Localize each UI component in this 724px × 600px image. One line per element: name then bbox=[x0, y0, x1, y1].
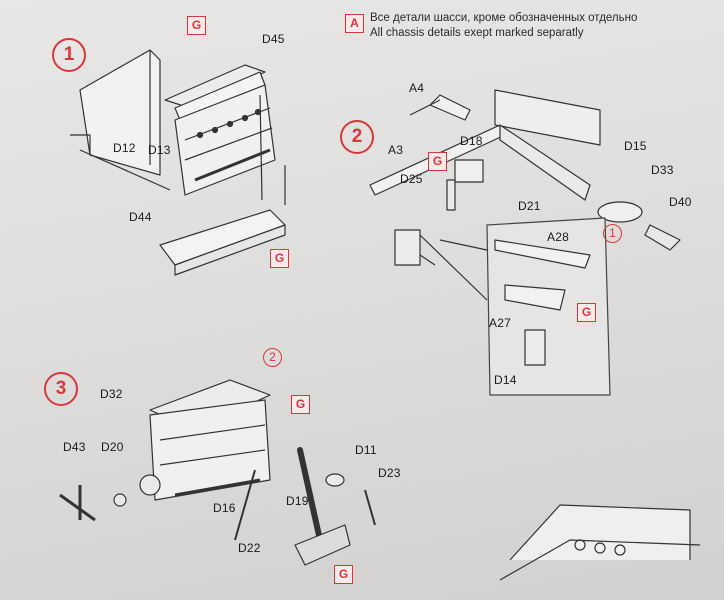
note-marker: A bbox=[345, 14, 364, 33]
part-label: D25 bbox=[400, 172, 423, 186]
color-marker-g-d44: G bbox=[270, 249, 289, 268]
step-1-badge: 1 bbox=[52, 38, 86, 72]
part-label: A4 bbox=[409, 81, 425, 95]
step-2-badge: 2 bbox=[340, 120, 374, 154]
part-label: D19 bbox=[286, 494, 309, 508]
note-line-en: All chassis details exept marked separat… bbox=[370, 27, 584, 39]
part-label: D21 bbox=[518, 199, 541, 213]
note-line-ru: Все детали шасси, кроме обозначенных отд… bbox=[370, 12, 638, 24]
part-label: D44 bbox=[129, 210, 152, 224]
part-label: D11 bbox=[355, 443, 377, 457]
part-label: A27 bbox=[489, 316, 511, 330]
part-label: D32 bbox=[100, 387, 123, 401]
color-marker-g-a27: G bbox=[577, 303, 596, 322]
part-label: D40 bbox=[669, 195, 692, 209]
color-marker-g-d18: G bbox=[428, 152, 447, 171]
part-label: D20 bbox=[101, 440, 124, 454]
color-marker-g-d45: G bbox=[187, 16, 206, 35]
part-label: D45 bbox=[262, 32, 285, 46]
part-label: A3 bbox=[388, 143, 404, 157]
part-label: D23 bbox=[378, 466, 401, 480]
part-label: D43 bbox=[63, 440, 86, 454]
color-marker-g-d19: G bbox=[334, 565, 353, 584]
part-label: D33 bbox=[651, 163, 674, 177]
sub-assembly-ref-1: 1 bbox=[603, 224, 622, 243]
color-marker-g-d22: G bbox=[291, 395, 310, 414]
part-label: D14 bbox=[494, 373, 517, 387]
step-3-badge: 3 bbox=[44, 372, 78, 406]
part-label: D12 bbox=[113, 141, 136, 155]
sub-assembly-ref-2: 2 bbox=[263, 348, 282, 367]
part-label: D18 bbox=[460, 134, 483, 148]
part-label: A28 bbox=[547, 230, 569, 244]
part-label: D22 bbox=[238, 541, 261, 555]
part-label: D16 bbox=[213, 501, 236, 515]
part-label: D13 bbox=[148, 143, 171, 157]
part-label: D15 bbox=[624, 139, 647, 153]
